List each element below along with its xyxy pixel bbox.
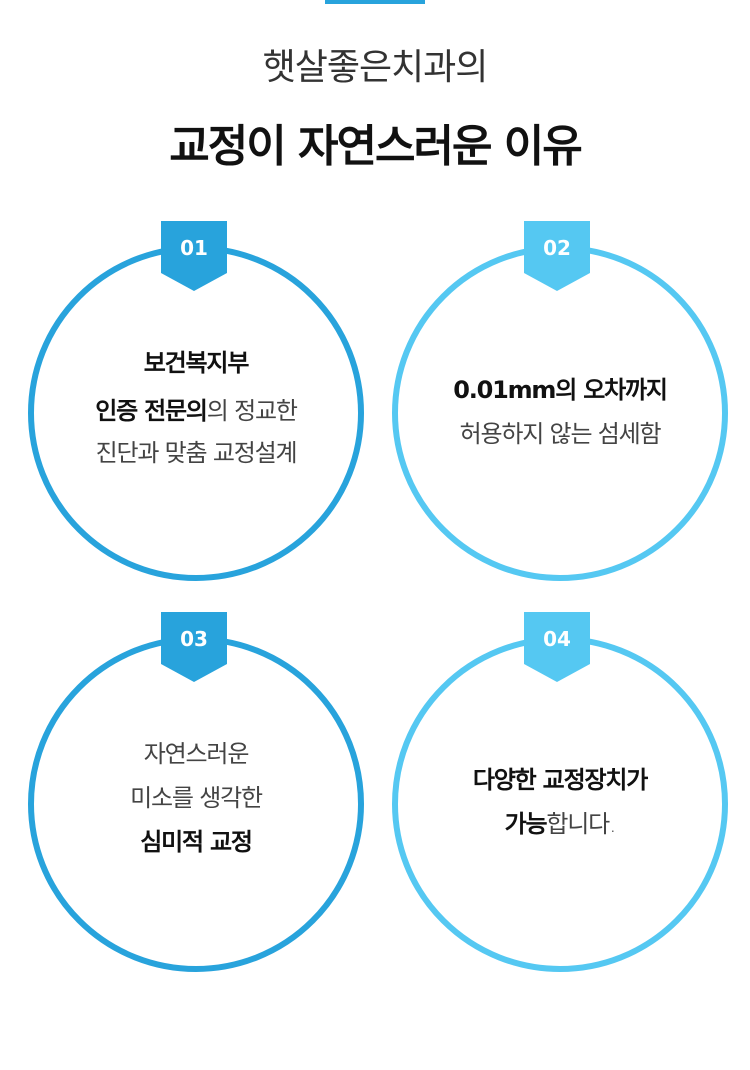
card-text-01: 보건복지부 인증 전문의의 정교한 진단과 맞춤 교정설계 — [28, 345, 364, 471]
badge-number-02: 02 — [543, 236, 571, 260]
card-03-line-2: 미소를 생각한 — [130, 784, 263, 812]
card-02-line-2: 허용하지 않는 섬세함 — [459, 420, 662, 448]
badge-01: 01 — [161, 221, 227, 291]
badge-03: 03 — [161, 612, 227, 682]
card-text-02: 0.01mm의 오차까지 허용하지 않는 섬세함 — [392, 372, 728, 452]
card-text-04: 다양한 교정장치가 가능합니다. — [392, 762, 728, 842]
badge-number-01: 01 — [180, 236, 208, 260]
card-04-line-2: 가능합니다. — [504, 810, 617, 838]
card-03-line-3: 심미적 교정 — [140, 828, 253, 856]
card-01-line-2: 인증 전문의의 정교한 — [95, 397, 298, 425]
card-02-line-1: 0.01mm의 오차까지 — [453, 376, 668, 404]
badge-number-04: 04 — [543, 627, 571, 651]
card-03-line-1: 자연스러운 — [143, 740, 250, 768]
card-circle-02 — [392, 245, 728, 581]
card-text-03: 자연스러운 미소를 생각한 심미적 교정 — [28, 736, 364, 860]
top-accent-bar — [325, 0, 425, 4]
badge-02: 02 — [524, 221, 590, 291]
card-01-line-1: 보건복지부 — [143, 349, 250, 377]
card-circle-03 — [28, 636, 364, 972]
page-subtitle: 햇살좋은치과의 — [262, 47, 489, 88]
card-circle-04 — [392, 636, 728, 972]
page-title: 교정이 자연스러운 이유 — [169, 121, 582, 172]
card-01-line-3: 진단과 맞춤 교정설계 — [95, 439, 298, 467]
badge-number-03: 03 — [180, 627, 208, 651]
card-04-line-1: 다양한 교정장치가 — [472, 766, 648, 794]
badge-04: 04 — [524, 612, 590, 682]
